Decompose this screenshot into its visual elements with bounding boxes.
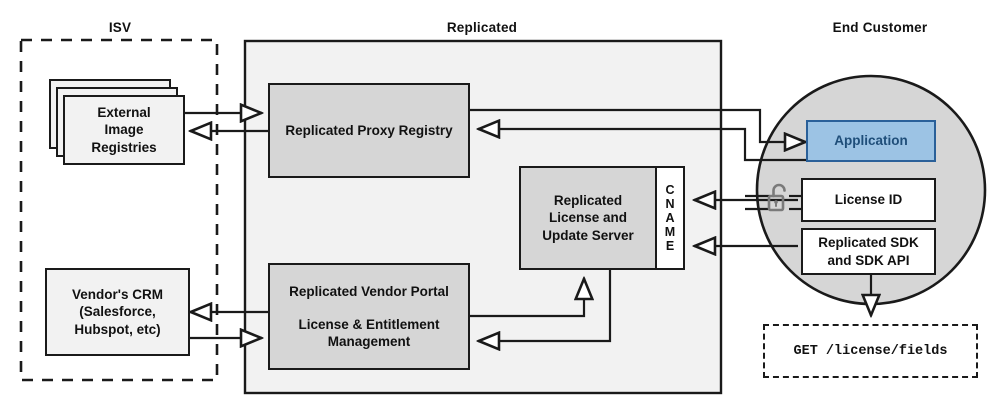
vendors-crm[interactable]: Vendor's CRM (Salesforce, Hubspot, etc)	[45, 268, 190, 356]
vendors-crm-line3: Hubspot, etc)	[74, 321, 161, 337]
edge-license-server-to-vendor-portal	[478, 270, 612, 341]
replicated-sdk-line2: and SDK API	[827, 252, 910, 268]
vendor-portal-line3: Management	[327, 334, 411, 350]
application[interactable]: Application	[806, 120, 936, 162]
replicated-sdk-and-sdk-api[interactable]: Replicated SDK and SDK API	[801, 228, 936, 275]
license-server-line1: Replicated	[553, 193, 623, 209]
replicated-sdk-line1: Replicated SDK	[818, 235, 919, 251]
replicated-vendor-portal[interactable]: Replicated Vendor Portal License & Entit…	[268, 263, 470, 370]
unlocked-padlock-icon	[766, 182, 792, 216]
group-title-end-customer: End Customer	[832, 20, 928, 35]
group-title-replicated: Replicated	[446, 20, 518, 35]
application-label: Application	[834, 133, 908, 149]
license-server-line3: Update Server	[542, 227, 634, 243]
cname-letter-a: A	[665, 211, 675, 225]
vendor-portal-line1: Replicated Vendor Portal	[289, 283, 449, 299]
api-call-box: GET /license/fields	[763, 324, 978, 378]
cname-letter-e: E	[665, 239, 675, 253]
replicated-proxy-registry[interactable]: Replicated Proxy Registry	[268, 83, 470, 178]
replicated-proxy-registry-label: Replicated Proxy Registry	[285, 122, 453, 138]
external-image-registries[interactable]: External Image Registries	[63, 95, 185, 165]
vendors-crm-line2: (Salesforce,	[79, 304, 156, 320]
external-image-registries-line1: External	[97, 105, 151, 121]
vendor-portal-line2: License & Entitlement	[298, 316, 440, 332]
external-image-registries-line3: Registries	[91, 139, 157, 155]
edge-vendor-portal-to-license-server	[470, 278, 584, 318]
api-call-label: GET /license/fields	[793, 343, 948, 359]
license-server-line2: License and	[548, 210, 628, 226]
edge-application-to-proxy	[478, 129, 806, 162]
vendor-portal-subtitle: License & Entitlement Management	[298, 316, 439, 351]
isv-container	[19, 38, 219, 382]
group-title-isv: ISV	[108, 20, 132, 35]
cname-letter-n: N	[665, 197, 675, 211]
cname-letter-m: M	[664, 225, 676, 239]
license-id-label: License ID	[834, 192, 903, 208]
edge-proxy-to-application	[470, 108, 806, 142]
external-image-registries-line2: Image	[104, 122, 144, 138]
replicated-license-and-update-server[interactable]: Replicated License and Update Server	[519, 166, 657, 270]
license-id[interactable]: License ID	[801, 178, 936, 222]
cname-letter-c: C	[665, 183, 675, 197]
vendors-crm-line1: Vendor's CRM	[72, 287, 163, 303]
cname-box[interactable]: C N A M E	[657, 166, 685, 270]
